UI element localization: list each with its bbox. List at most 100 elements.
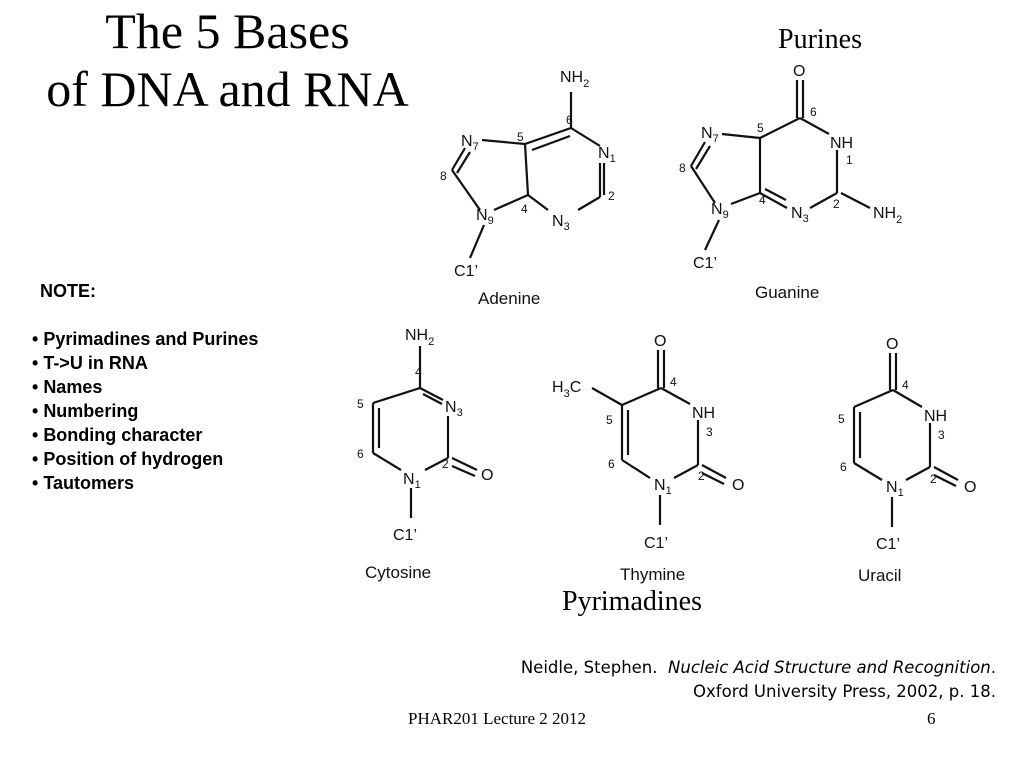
thymine-o: O [654,333,666,350]
cytosine-c5-num: 5 [357,397,364,411]
adenine-n3: N [552,213,564,230]
guanine-c1: C1’ [693,255,717,272]
uracil-o: O [886,336,898,353]
uracil-o2: O [964,479,976,496]
adenine-c5-num: 5 [517,130,524,144]
guanine-bonds [690,80,871,251]
uracil-name: Uracil [858,566,901,585]
thymine-h3c-sub: 3 [564,388,570,400]
note-box: NOTE: Pyrimadines and Purines T->U in RN… [32,279,258,495]
thymine-n1-num: 1 [666,485,672,497]
footer-lecture: PHAR201 Lecture 2 2012 [408,709,587,728]
svg-text:H3C: H3C [552,379,581,400]
svg-text:N1: N1 [598,145,616,165]
thymine-bonds [591,350,727,525]
slide-title-line-2: of DNA and RNA [46,61,409,117]
adenine-n3-num: 3 [564,221,570,233]
uracil-c4-num: 4 [902,378,909,392]
adenine-n1-num: 1 [610,153,616,165]
adenine-c8-num: 8 [440,169,447,183]
guanine-c4-num: 4 [759,193,766,207]
uracil-c2-num: 2 [930,472,937,486]
adenine-n1: N [598,145,610,162]
page-number: 6 [927,709,936,728]
note-item-hydrogen: Position of hydrogen [32,447,258,471]
cytosine-nh2-sub: 2 [428,336,434,348]
adenine-nh2-sub: 2 [583,78,589,90]
adenine-n9: N [476,207,488,224]
thymine-o2: O [732,477,744,494]
svg-text:N7: N7 [461,133,479,153]
adenine-c6-num: 6 [566,113,573,127]
thymine-structure: O H3C NH N1 O 4 5 3 6 2 C1’ Thymine [552,333,744,584]
svg-text:N3: N3 [791,205,809,225]
cytosine-o: O [481,467,493,484]
purines-label: Purines [778,24,862,55]
thymine-nh: NH [692,405,715,422]
thymine-n1: N [654,477,666,494]
guanine-n3-num: 3 [803,213,809,225]
cytosine-c2-num: 2 [442,457,449,471]
uracil-n3-num: 3 [938,428,945,442]
thymine-c4-num: 4 [670,375,677,389]
adenine-bonds [451,92,606,259]
svg-text:NH2: NH2 [560,69,589,90]
thymine-name: Thymine [620,565,685,584]
cytosine-bonds [371,346,478,518]
guanine-n7-num: 7 [713,133,719,145]
thymine-c6-num: 6 [608,457,615,471]
adenine-n9-num: 9 [488,215,494,227]
note-item-tautomers: Tautomers [32,471,258,495]
cytosine-n3-num: 3 [457,407,463,419]
slide-title-line-1: The 5 Bases [105,3,350,59]
guanine-c5-num: 5 [757,121,764,135]
uracil-c5-num: 5 [838,412,845,426]
svg-text:N7: N7 [701,125,719,145]
thymine-c1: C1’ [644,535,668,552]
guanine-nh2: NH [873,205,896,222]
adenine-c4-num: 4 [521,202,528,216]
svg-text:N1: N1 [654,477,672,497]
guanine-n9: N [711,201,723,218]
guanine-n9-num: 9 [723,209,729,221]
guanine-nh: NH [830,135,853,152]
svg-text:N9: N9 [476,207,494,227]
guanine-n1-num: 1 [846,153,853,167]
note-item-pyrimidines-purines: Pyrimadines and Purines [32,327,258,351]
thymine-h3c-h: H [552,379,564,396]
note-item-bonding: Bonding character [32,423,258,447]
thymine-n3-num: 3 [706,425,713,439]
svg-text:NH2: NH2 [405,327,434,348]
adenine-structure: NH2 N7 N1 N9 N3 6 5 8 2 4 C1’ Adenine [440,69,616,308]
cytosine-c6-num: 6 [357,447,364,461]
guanine-structure: O N7 NH N9 N3 NH2 6 5 1 8 4 2 C1’ Guanin… [679,63,902,302]
guanine-c6-num: 6 [810,105,817,119]
cytosine-n3: N [445,399,457,416]
guanine-n7: N [701,125,713,142]
note-item-names: Names [32,375,258,399]
citation: Neidle, Stephen. Nucleic Acid Structure … [521,656,996,704]
guanine-c8-num: 8 [679,161,686,175]
uracil-structure: O NH N1 O 4 5 3 6 2 C1’ Uracil [838,336,976,585]
svg-text:N1: N1 [403,471,421,491]
note-list: Pyrimadines and Purines T->U in RNA Name… [32,327,258,495]
guanine-name: Guanine [755,283,819,302]
guanine-n3: N [791,205,803,222]
cytosine-structure: NH2 N3 N1 O 4 5 6 2 C1’ Cytosine [357,327,493,582]
thymine-c2-num: 2 [698,469,705,483]
thymine-h3c-c: C [570,379,582,396]
adenine-n7-num: 7 [473,141,479,153]
citation-line-1: Neidle, Stephen. Nucleic Acid Structure … [520,658,996,677]
cytosine-c4-num: 4 [415,365,422,379]
svg-text:NH2: NH2 [873,205,902,226]
uracil-c1: C1’ [876,536,900,553]
guanine-c2-num: 2 [833,197,840,211]
cytosine-n1: N [403,471,415,488]
cytosine-c1: C1’ [393,527,417,544]
slide-title: The 5 Bases of DNA and RNA [0,2,455,118]
adenine-nh2: NH [560,69,583,86]
thymine-c5-num: 5 [606,413,613,427]
note-item-t-to-u: T->U in RNA [32,351,258,375]
cytosine-name: Cytosine [365,563,431,582]
svg-text:N3: N3 [445,399,463,419]
